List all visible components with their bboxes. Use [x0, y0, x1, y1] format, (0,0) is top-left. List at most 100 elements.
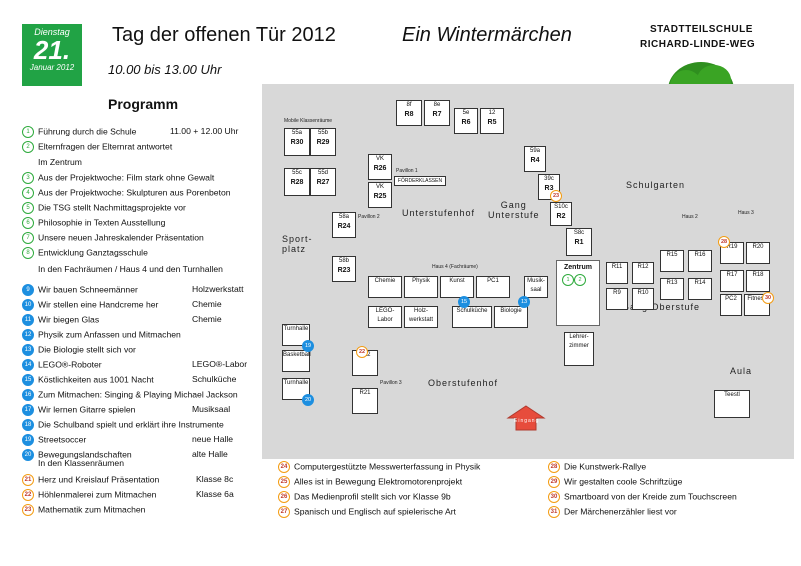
- program-item-number: 9: [22, 284, 34, 296]
- program-item-text: Wir biegen Glas: [38, 314, 100, 325]
- program-item-text: Aus der Projektwoche: Skulpturen aus Por…: [38, 187, 231, 198]
- program-item-number: 22: [22, 489, 34, 501]
- map-label-haus4: Haus 4 (Fachräume): [432, 264, 478, 270]
- school-name-line2: RICHARD-LINDE-WEG: [640, 39, 756, 50]
- map-label-pavillon2: Pavillon 2: [358, 214, 380, 220]
- room-r1-code: S8c: [573, 230, 585, 236]
- program-item-number: 18: [22, 419, 34, 431]
- room-r26-label: R26: [373, 165, 387, 172]
- map-label-haus3: Haus 3: [738, 210, 754, 216]
- program-item: 18 Die Schulband spielt und erklärt ihre …: [22, 419, 224, 431]
- program-item-number: 10: [22, 299, 34, 311]
- room-r17: R17: [720, 270, 744, 292]
- map-zentrum: Zentrum: [556, 260, 600, 326]
- program-item-location: Musiksaal: [192, 404, 231, 414]
- room-r25-label: R25: [373, 193, 387, 200]
- room-r7-label: R7: [432, 111, 442, 118]
- room-lego-labor: LEGO-Labor: [368, 306, 402, 328]
- extra-program-item-number: 30: [548, 491, 560, 503]
- program-item-number: 7: [22, 232, 34, 244]
- room-r2-label: R2: [556, 213, 566, 220]
- program-item-text: Philosophie in Texten Ausstellung: [38, 217, 166, 228]
- program-item-number: 19: [22, 434, 34, 446]
- room-kunst: Kunst: [440, 276, 474, 298]
- extra-program-item-number: 28: [548, 461, 560, 473]
- extra-program-item-text: Computergestützte Messwerterfassung in P…: [294, 461, 481, 472]
- map-area-sportplatz: Sport- platz: [282, 234, 313, 254]
- program-item-text: Unsere neuen Jahreskalender Präsentation: [38, 232, 204, 243]
- room-r23-code: 58b: [338, 258, 349, 264]
- map-marker-19: 19: [302, 340, 314, 352]
- room-pc1: PC1: [476, 276, 510, 298]
- room-schulkueche: Schulküche: [452, 306, 492, 328]
- page-title: Tag der offenen Tür 2012: [112, 24, 336, 46]
- program-item-number: 13: [22, 344, 34, 356]
- map-area-unterstufenhof: Unterstufenhof: [402, 208, 476, 218]
- map-marker-1: 1: [562, 274, 574, 286]
- program-item-number: 3: [22, 172, 34, 184]
- program-item-number: 23: [22, 504, 34, 516]
- room-r16: R16: [688, 250, 712, 272]
- room-r6-code: 5e: [462, 110, 470, 116]
- program-item-location: 11.00 + 12.00 Uhr: [170, 126, 239, 136]
- room-musiksaal: Musik- saal: [524, 276, 548, 298]
- room-basketball: Basketball: [282, 350, 311, 372]
- room-r28-label: R28: [290, 179, 304, 186]
- program-item-text: LEGO®-Roboter: [38, 359, 102, 370]
- program-item-number: 8: [22, 247, 34, 259]
- room-r15: R15: [660, 250, 684, 272]
- room-r27-code: 55d: [317, 170, 328, 176]
- program-item-number: 1: [22, 126, 34, 138]
- room-r12: R12: [632, 262, 654, 284]
- room-lehrerzimmer: Lehrer- zimmer: [564, 332, 594, 366]
- room-r30-code: 55a: [291, 130, 302, 136]
- program-item-location: Chemie: [192, 314, 222, 324]
- program-item-number: 21: [22, 474, 34, 486]
- program-item-location: Klasse 8c: [196, 474, 234, 484]
- room-r4-code: 59a: [529, 148, 540, 154]
- program-item-text: Die TSG stellt Nachmittagsprojekte vor: [38, 202, 186, 213]
- badge-month: Januar 2012: [29, 63, 75, 72]
- badge-weekday: Dienstag: [34, 27, 70, 37]
- program-item: 9 Wir bauen Schneemänner: [22, 284, 138, 296]
- extra-program-item-number: 27: [278, 506, 290, 518]
- map-zentrum-label: Zentrum: [564, 264, 592, 271]
- program-item-text: Aus der Projektwoche: Film stark ohne Ge…: [38, 172, 215, 183]
- extra-program-item-number: 25: [278, 476, 290, 488]
- program-item-text: Die Schulband spielt und erklärt ihre In…: [38, 419, 224, 430]
- program-item-text: Elternfragen der Elternrat antwortet: [38, 141, 173, 152]
- program-item-text: Wir bauen Schneemänner: [38, 284, 138, 295]
- room-turnhalle-alt: Turnhalle: [282, 378, 310, 400]
- map-marker-22: 22: [356, 346, 368, 358]
- map-marker-23: 23: [550, 190, 562, 202]
- program-item-number: 5: [22, 202, 34, 214]
- room-r29-label: R29: [316, 139, 330, 146]
- program-item-number: 11: [22, 314, 34, 326]
- room-r23-label: R23: [337, 267, 351, 274]
- program-item-number: 17: [22, 404, 34, 416]
- extra-program-item-number: 31: [548, 506, 560, 518]
